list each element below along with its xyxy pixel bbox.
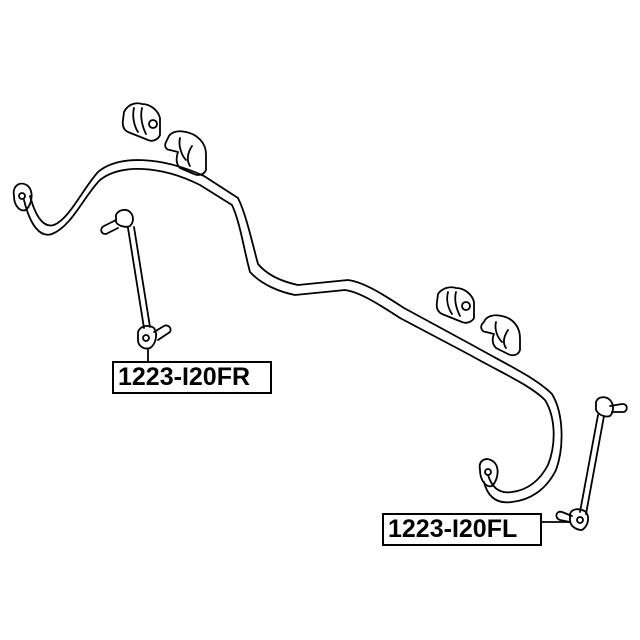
bushing-left bbox=[435, 286, 521, 357]
part-label-front-right: 1223-I20FR bbox=[112, 361, 272, 394]
stabilizer-bar bbox=[12, 159, 563, 504]
link-front-right bbox=[100, 208, 172, 362]
link-front-left bbox=[541, 396, 628, 531]
part-label-front-left: 1223-I20FL bbox=[382, 513, 542, 546]
bushing-right bbox=[121, 102, 207, 176]
